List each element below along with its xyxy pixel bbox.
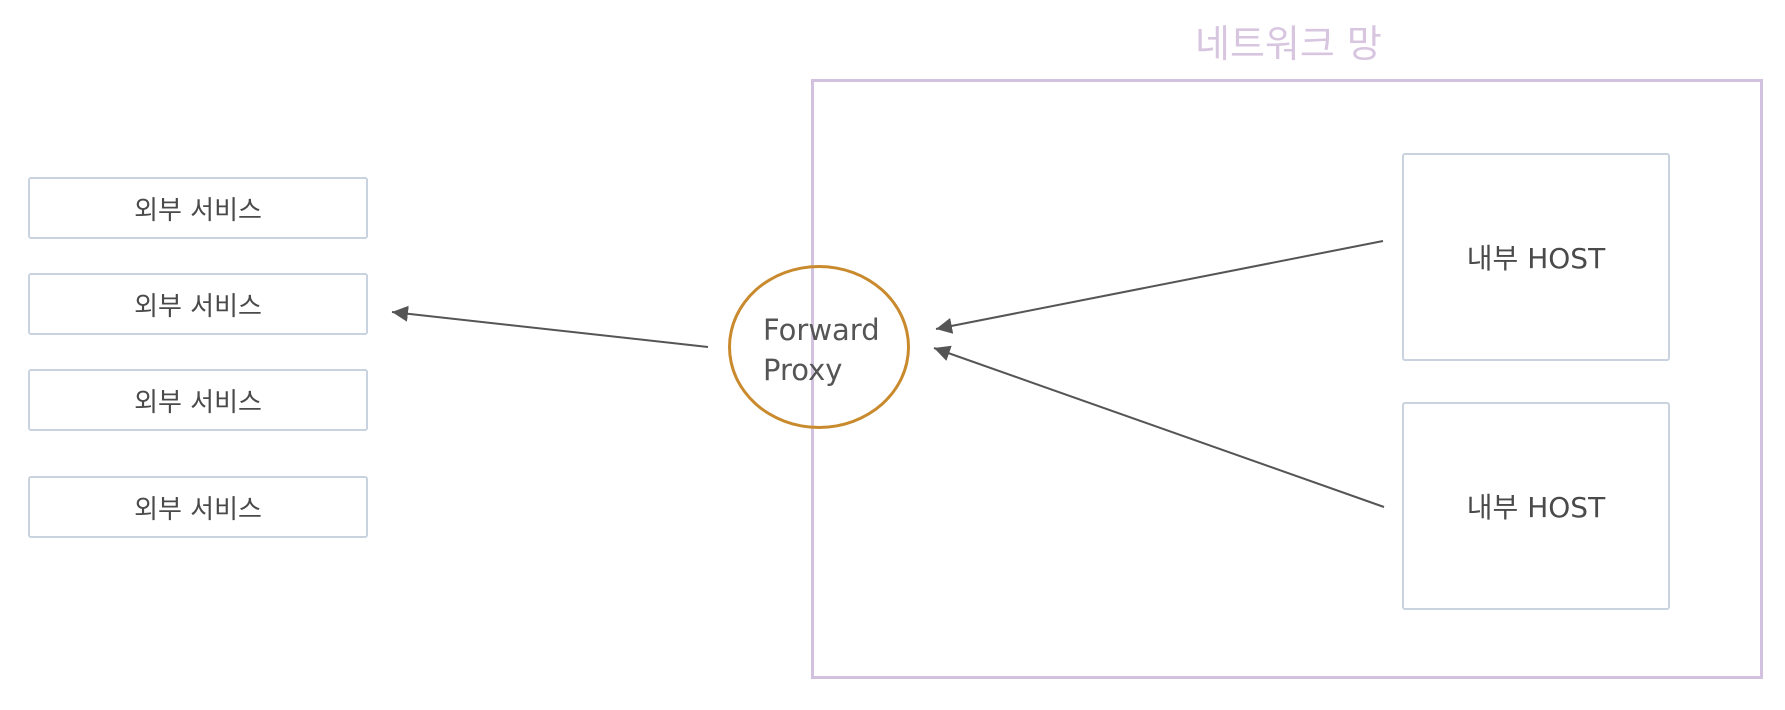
forward-proxy-label-line1: Forward (763, 313, 880, 347)
host-to-proxy-arrow (935, 240, 1384, 334)
internal-host-label: 내부 HOST (1466, 491, 1606, 524)
external-service-box: 외부 서비스 (28, 476, 368, 538)
proxy-to-service-arrow (391, 305, 709, 348)
external-service-label: 외부 서비스 (134, 387, 262, 418)
forward-proxy-node (728, 265, 910, 429)
network-title: 네트워크 망 (1195, 22, 1382, 66)
external-service-label: 외부 서비스 (134, 494, 262, 525)
internal-host-box: 내부 HOST (1402, 153, 1670, 361)
external-service-label: 외부 서비스 (134, 195, 262, 226)
host-to-proxy-arrow (933, 345, 1385, 508)
forward-proxy-label-line2: Proxy (763, 353, 843, 387)
internal-host-label: 내부 HOST (1466, 242, 1606, 275)
external-service-box: 외부 서비스 (28, 177, 368, 239)
internal-host-box: 내부 HOST (1402, 402, 1670, 610)
forward-proxy-label: Forward Proxy (763, 310, 903, 390)
external-service-label: 외부 서비스 (134, 291, 262, 322)
external-service-box: 외부 서비스 (28, 273, 368, 335)
external-service-box: 외부 서비스 (28, 369, 368, 431)
